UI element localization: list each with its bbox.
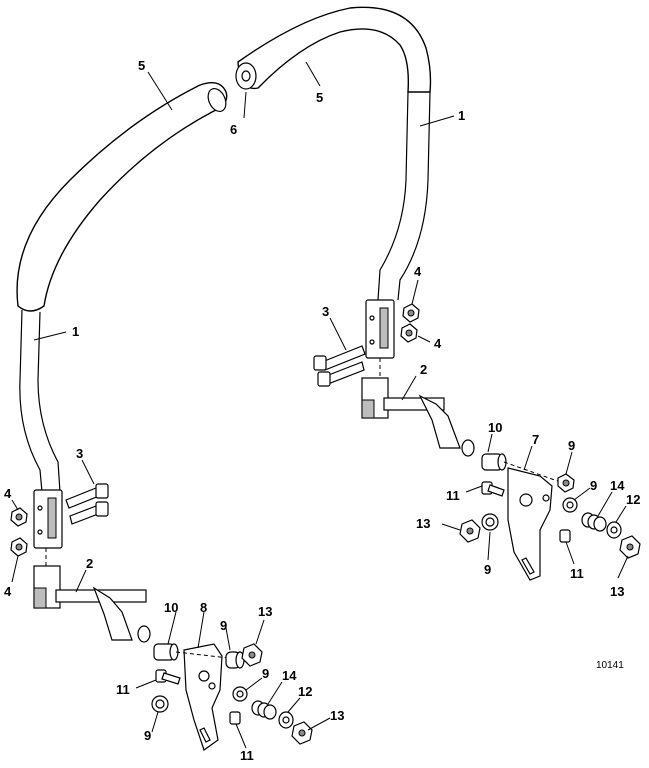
callout-1-left: 1	[72, 324, 79, 339]
callout-13-right-left: 13	[416, 516, 430, 531]
right-plate-7	[503, 461, 567, 581]
left-lower-block	[33, 565, 151, 643]
callout-10-right: 10	[488, 420, 502, 435]
callout-4-left-top: 4	[4, 486, 12, 501]
right-spacer-10	[481, 453, 507, 471]
callout-6: 6	[230, 122, 237, 137]
callout-2-right: 2	[420, 362, 427, 377]
callout-3-left: 3	[76, 446, 83, 461]
callout-12-left: 12	[298, 684, 312, 699]
left-spacer-10	[153, 643, 179, 661]
right-roll-bar-tube	[235, 6, 432, 301]
callout-14-left: 14	[282, 668, 297, 683]
callout-9-right-top: 9	[568, 438, 575, 453]
callout-9-left-top: 9	[220, 618, 227, 633]
callout-13-left-bottom: 13	[330, 708, 344, 723]
callout-9-left-bottom: 9	[144, 728, 151, 743]
left-roll-bar-tube	[16, 82, 228, 493]
callout-4-right-top: 4	[414, 264, 422, 279]
right-hardware	[459, 473, 641, 559]
callout-14-right: 14	[610, 478, 625, 493]
callout-9-right-bottom: 9	[484, 562, 491, 577]
callout-10-left: 10	[164, 600, 178, 615]
right-upper-bracket	[365, 299, 395, 378]
left-upper-bracket	[33, 489, 63, 566]
callout-5-right: 5	[316, 90, 323, 105]
callout-8: 8	[200, 600, 207, 615]
callout-4-left-bottom: 4	[4, 584, 12, 599]
callout-4-right-bottom: 4	[434, 336, 442, 351]
callout-2-left: 2	[86, 556, 93, 571]
callout-11-left-bottom: 11	[240, 748, 254, 763]
callout-13-left-top: 13	[258, 604, 272, 619]
callout-11-right-bottom: 11	[570, 566, 584, 581]
left-hardware	[151, 643, 313, 745]
leader-lines	[11, 61, 629, 749]
callout-5-left: 5	[138, 58, 145, 73]
callout-11-right-top: 11	[446, 488, 460, 503]
right-nuts-4	[400, 303, 420, 343]
callout-13-right-bottom: 13	[610, 584, 624, 599]
callout-11-left-top: 11	[116, 682, 130, 697]
right-bolts-3	[313, 345, 366, 387]
figure-number: 10141	[596, 660, 624, 671]
left-nuts-4	[10, 507, 28, 557]
callout-3-right: 3	[322, 304, 329, 319]
callout-12-right: 12	[626, 492, 640, 507]
left-grip	[16, 82, 228, 312]
right-grip	[237, 6, 432, 93]
callout-labels: 5 5 6 1 1 3 4 4 2 3 4 4 2 10 7 9 11 9 14…	[4, 58, 640, 763]
callout-7: 7	[532, 432, 539, 447]
left-bolts-3	[65, 483, 109, 525]
callout-9-left-mid: 9	[262, 666, 269, 681]
right-lower-block	[361, 377, 475, 457]
callout-1-right: 1	[458, 108, 465, 123]
callout-9-right-mid: 9	[590, 478, 597, 493]
